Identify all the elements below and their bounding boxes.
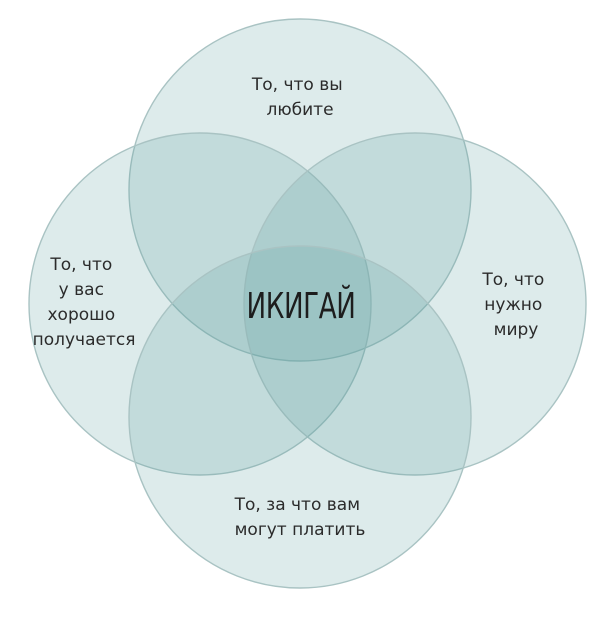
label-what-you-love: То, что вы любите: [251, 75, 348, 120]
label-line: То, что: [481, 270, 544, 290]
circle-what-the-world-needs: [243, 132, 587, 476]
label-what-the-world-needs: То, что нужно миру: [481, 270, 549, 340]
center-label-ikigai: ИКИГАЙ: [247, 284, 356, 327]
circle-what-you-are-good-at: [28, 132, 372, 476]
label-what-you-are-good-at: То, что у вас хорошо получается: [33, 255, 136, 350]
label-line: у вас: [59, 280, 104, 300]
label-line: миру: [494, 320, 539, 340]
label-line: любите: [266, 100, 333, 120]
circle-what-you-can-be-paid-for: [128, 245, 472, 589]
label-what-you-can-be-paid-for: То, за что вам могут платить: [234, 495, 366, 540]
label-line: То, за что вам: [234, 495, 360, 515]
label-line: То, что вы: [251, 75, 343, 95]
label-line: могут платить: [235, 520, 366, 540]
label-line: хорошо: [47, 305, 115, 325]
label-line: То, что: [49, 255, 112, 275]
label-line: получается: [33, 330, 136, 350]
label-line: нужно: [484, 295, 542, 315]
circle-what-you-love: [128, 18, 472, 362]
